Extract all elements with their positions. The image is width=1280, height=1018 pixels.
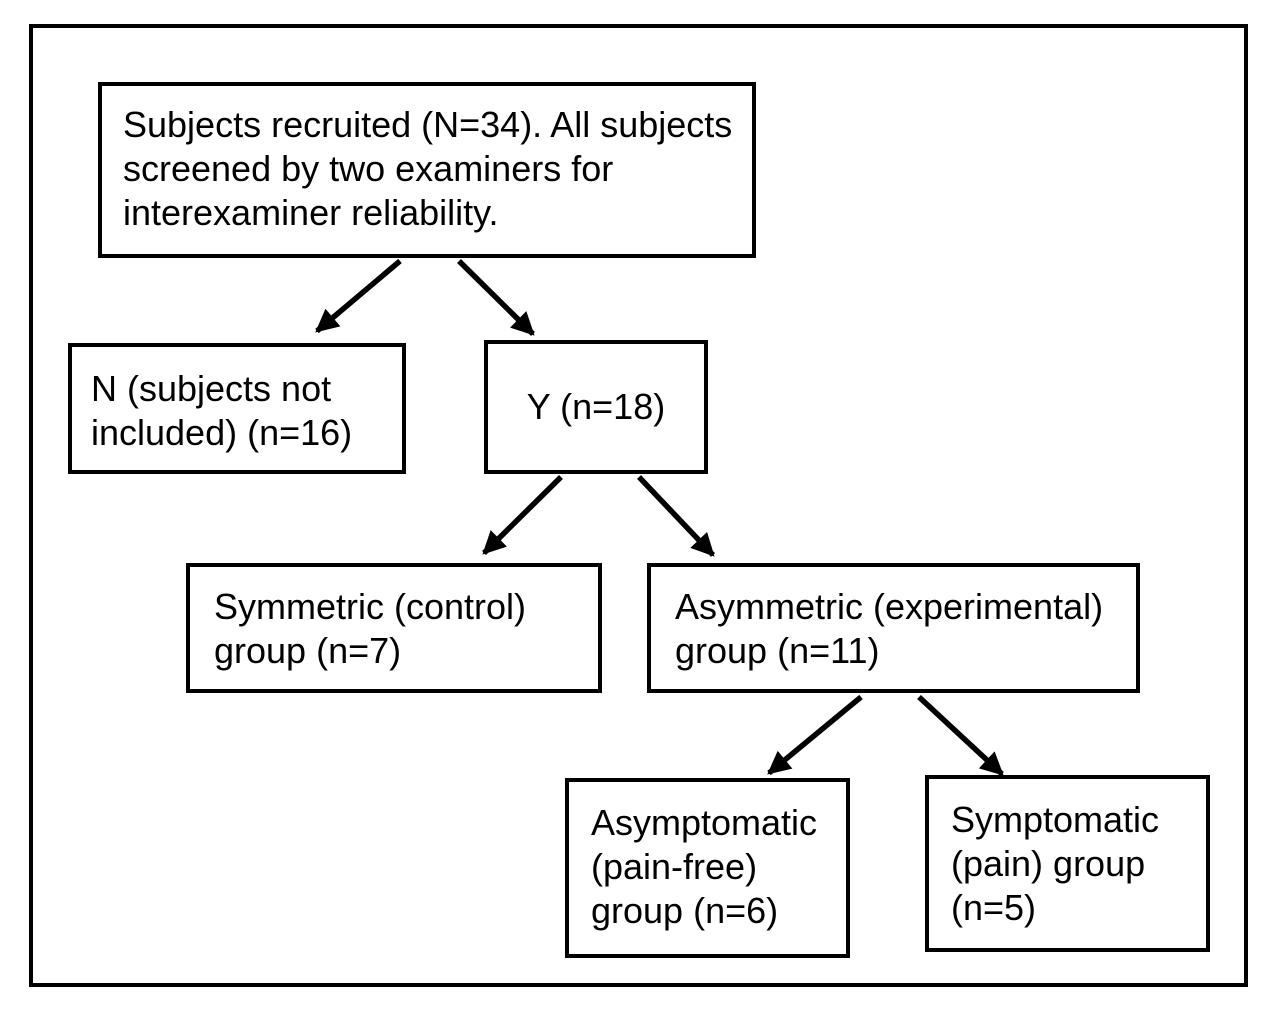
node-subjects-recruited: Subjects recruited (N=34). All subjects … (98, 82, 756, 258)
node-text-line: (n=5) (951, 887, 1037, 928)
arrow-recruited-to-not-included (315, 258, 402, 334)
node-asymptomatic-pain-free-group: Asymptomatic (pain-free) group (n=6) (565, 778, 850, 958)
arrow-included-to-symmetric (482, 475, 563, 555)
arrow-asymmetric-to-asymptomatic (767, 694, 863, 776)
node-text-line: (pain) group (951, 843, 1146, 884)
node-text-line: N (subjects not (91, 368, 332, 409)
node-text-line: Asymmetric (experimental) (675, 586, 1104, 627)
node-symptomatic-pain-group: Symptomatic (pain) group (n=5) (925, 775, 1210, 952)
arrow-included-to-asymmetric (637, 475, 715, 557)
node-text-line: screened by two examiners for (123, 148, 614, 189)
node-text-line: group (n=11) (675, 630, 880, 671)
node-text-line: interexaminer reliability. (123, 192, 499, 233)
node-subjects-not-included: N (subjects not included) (n=16) (68, 343, 406, 474)
node-text-line: group (n=7) (214, 630, 402, 671)
node-text-line: included) (n=16) (91, 412, 353, 453)
arrow-asymmetric-to-symptomatic (917, 694, 1004, 777)
node-text-line: (pain-free) (591, 846, 758, 887)
node-asymmetric-experimental-group: Asymmetric (experimental) group (n=11) (647, 563, 1140, 693)
node-text-line: Y (n=18) (526, 386, 666, 427)
node-text-line: Symmetric (control) (214, 586, 527, 627)
arrow-recruited-to-included (457, 259, 535, 336)
node-text-line: Asymptomatic (591, 802, 818, 843)
node-symmetric-control-group: Symmetric (control) group (n=7) (186, 563, 602, 693)
node-text-line: group (n=6) (591, 890, 779, 931)
node-text-line: Subjects recruited (N=34). All subjects (123, 104, 733, 145)
node-subjects-included: Y (n=18) (484, 340, 708, 474)
node-text-line: Symptomatic (951, 799, 1160, 840)
